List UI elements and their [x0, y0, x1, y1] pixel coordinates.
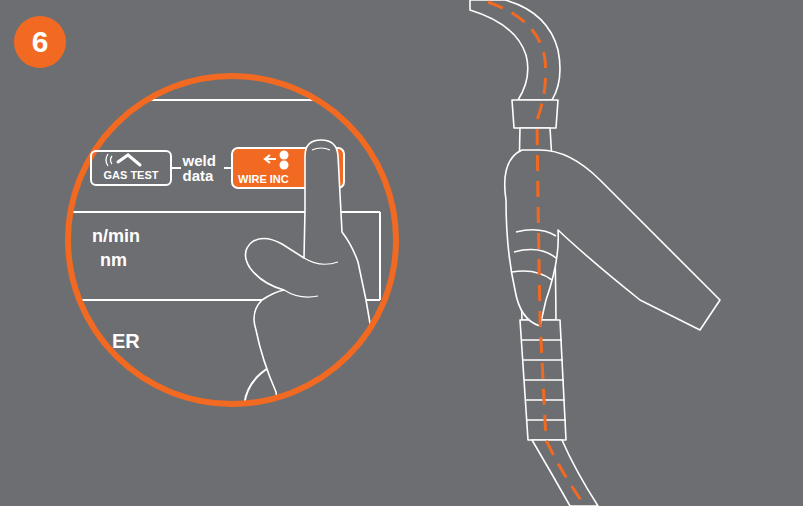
- wire-path: [488, 2, 585, 506]
- wire-inch-button: WIRE INC: [232, 148, 344, 188]
- panel-text: ER: [112, 330, 140, 353]
- button-label: GAS TEST: [103, 170, 158, 181]
- panel-text: n/min: [92, 226, 140, 247]
- panel-text: nm: [100, 250, 127, 271]
- mig-torch: [470, 0, 720, 506]
- callout-number: 6: [14, 16, 66, 68]
- step-number: 6: [32, 27, 49, 57]
- gas-test-button: GAS TEST: [90, 150, 172, 186]
- button-label: WIRE INC: [238, 174, 289, 185]
- connector-label: weld data: [181, 152, 224, 184]
- callout-circle: [14, 16, 66, 68]
- panel-closeup: [60, 70, 400, 458]
